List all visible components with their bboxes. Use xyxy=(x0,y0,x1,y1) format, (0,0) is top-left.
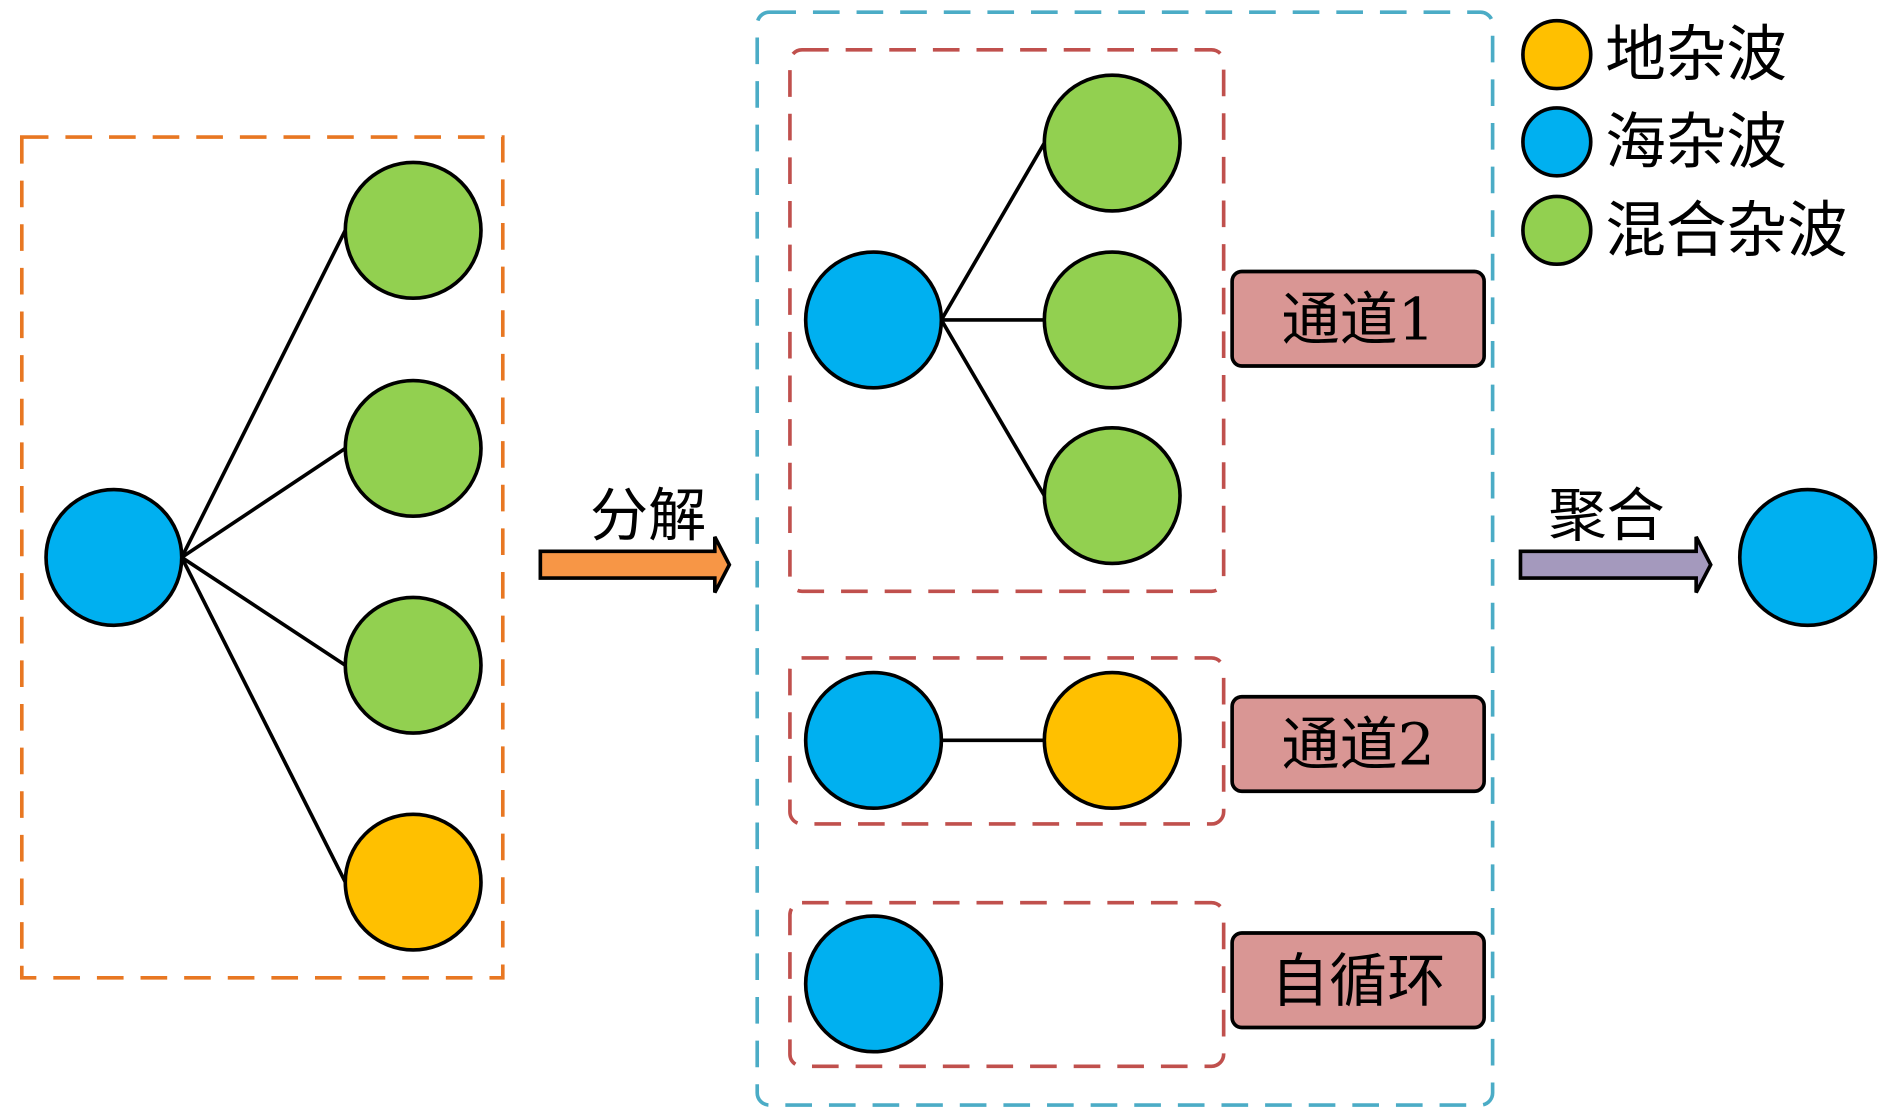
aggregate-label: 聚合 xyxy=(1548,482,1664,550)
channel-2-label-box xyxy=(1230,694,1486,794)
decompose-label: 分解 xyxy=(590,482,706,550)
edge xyxy=(180,229,347,559)
arrow-shape xyxy=(538,535,732,594)
decompose-arrow: 分解 xyxy=(538,482,732,594)
self-loop-label: 自循环 xyxy=(1271,947,1445,1015)
mixed-clutter-node xyxy=(343,378,483,519)
input-graph xyxy=(19,135,505,980)
channel-1: 通道1 xyxy=(788,47,1486,594)
self-loop-label-box xyxy=(1230,931,1486,1030)
legend-ground-clutter-icon xyxy=(1521,18,1593,91)
edge xyxy=(180,446,347,559)
mixed-clutter-node xyxy=(343,160,483,300)
mixed-clutter-node xyxy=(343,595,483,735)
edge xyxy=(939,142,1046,321)
aggregate-arrow: 聚合 xyxy=(1518,482,1713,594)
edge xyxy=(939,319,1046,497)
decomposed-graph-box xyxy=(755,10,1495,1107)
legend-sea-clutter-icon xyxy=(1521,106,1593,178)
output-sea-clutter-node xyxy=(1737,487,1878,628)
legend-label: 地杂波 xyxy=(1605,20,1787,90)
legend-label: 混合杂波 xyxy=(1605,196,1847,266)
mixed-clutter-node xyxy=(1042,250,1182,390)
input-graph-box xyxy=(19,135,505,980)
sea-clutter-node xyxy=(803,250,944,390)
self-loop-box xyxy=(788,900,1226,1069)
ground-clutter-node xyxy=(1042,670,1182,811)
channel-1-label: 通道1 xyxy=(1281,285,1434,353)
edge xyxy=(180,555,347,667)
channel-1-label-box xyxy=(1230,269,1486,368)
channel-2: 通道2 xyxy=(788,656,1486,826)
mixed-clutter-node xyxy=(1042,425,1182,566)
edge xyxy=(180,556,347,883)
channel-2-box xyxy=(788,656,1226,826)
arrow-shape xyxy=(1518,535,1713,594)
self-loop: 自循环 xyxy=(788,900,1486,1069)
legend-label: 海杂波 xyxy=(1605,107,1787,177)
legend-mixed-clutter-icon xyxy=(1521,194,1593,267)
legend: 地杂波 海杂波 混合杂波 xyxy=(1521,18,1848,267)
sea-clutter-node xyxy=(803,914,944,1054)
mixed-clutter-node xyxy=(1042,73,1182,213)
channel-2-label: 通道2 xyxy=(1281,711,1434,779)
ground-clutter-node xyxy=(343,812,483,952)
sea-clutter-node xyxy=(44,487,184,628)
sea-clutter-node xyxy=(803,670,944,811)
